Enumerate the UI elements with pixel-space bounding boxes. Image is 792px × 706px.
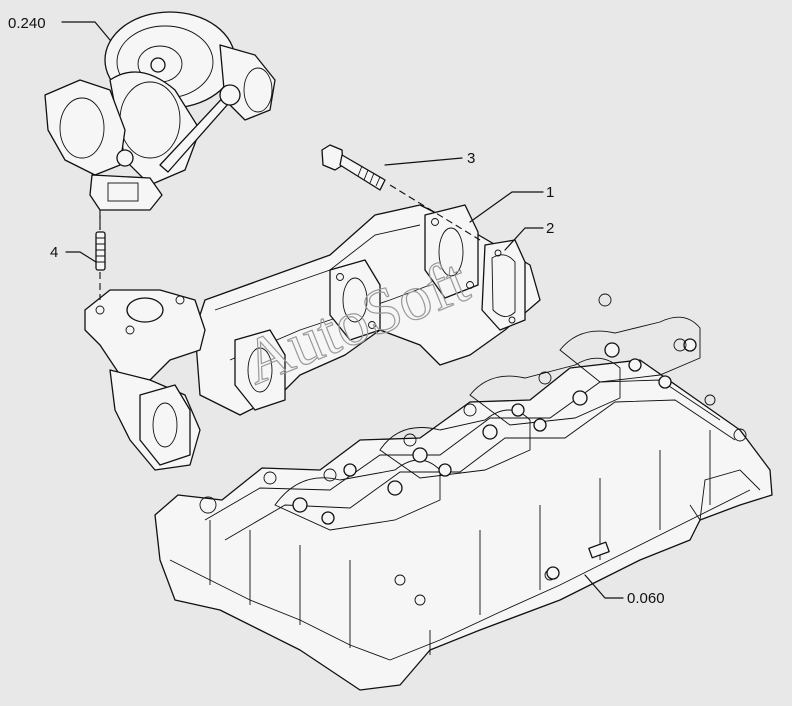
cylinder-head-bosses — [292, 338, 697, 525]
callout-manifold: 1 — [546, 184, 554, 201]
callout-cylinder-head: 0.060 — [627, 590, 665, 607]
callout-turbocharger: 0.240 — [8, 15, 46, 32]
callout-bolt: 3 — [467, 150, 475, 167]
exhaust-manifold — [84, 204, 541, 471]
stud — [95, 205, 106, 300]
callout-leaders — [61, 21, 624, 599]
turbocharger — [44, 11, 276, 230]
manifold-gasket — [481, 239, 526, 331]
bolt — [321, 144, 481, 241]
cylinder-head-bolt-holes — [199, 293, 747, 606]
callout-gasket: 2 — [546, 220, 554, 237]
callout-stud: 4 — [50, 244, 58, 261]
cylinder-head — [154, 293, 773, 691]
